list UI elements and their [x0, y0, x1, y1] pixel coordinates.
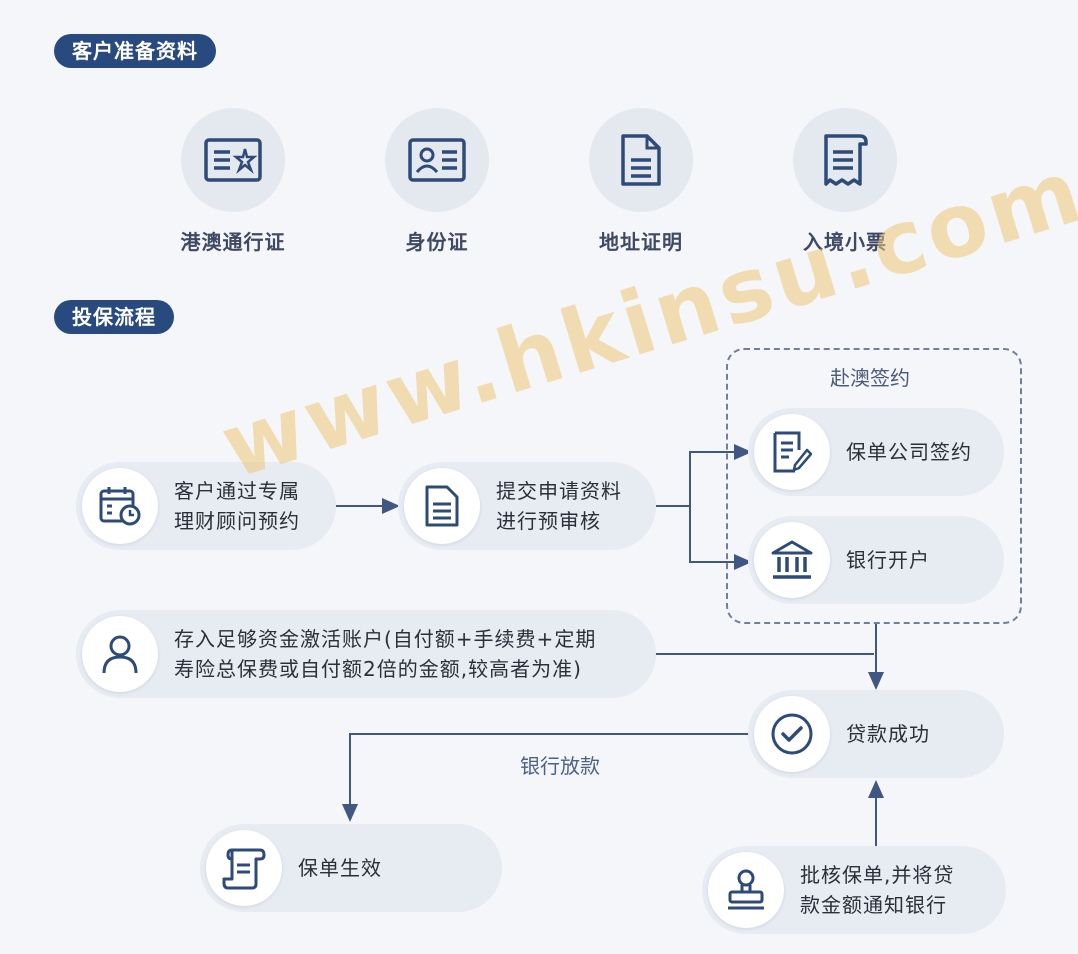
- calendar-clock-icon: [82, 468, 158, 544]
- arrow-submit-to-macau: [656, 444, 752, 507]
- step-submit-text: 提交申请资料 进行预审核: [496, 479, 622, 533]
- bank-release-label: 银行放款: [520, 754, 600, 778]
- step-bank-account-text: 银行开户: [846, 548, 930, 572]
- step-sign: 保单公司签约: [748, 408, 1004, 496]
- step-approve: 批核保单,并将贷 款金额通知银行: [702, 846, 1006, 934]
- person-icon: [82, 616, 158, 692]
- doc-label-address-proof: 地址证明: [599, 230, 683, 254]
- step-sign-text: 保单公司签约: [846, 440, 972, 464]
- step-submit: 提交申请资料 进行预审核: [398, 462, 656, 550]
- document-icon: [404, 468, 480, 544]
- step-deposit-text: 存入足够资金激活账户(自付额+手续费+定期 寿险总保费或自付额2倍的金额,较高者…: [174, 627, 597, 681]
- step-appointment: 客户通过专属 理财顾问预约: [76, 462, 336, 550]
- step-approve-text: 批核保单,并将贷 款金额通知银行: [800, 863, 955, 917]
- arrow-submit-to-bank: [689, 506, 752, 570]
- arrow-loan-to-policy: [342, 733, 750, 822]
- address-proof-icon: [589, 108, 693, 212]
- macau-signing-title: 赴澳签约: [830, 366, 910, 390]
- step-policy-effective: 保单生效: [200, 824, 502, 912]
- doc-label-entry-slip: 入境小票: [803, 230, 887, 254]
- section-title-prep: 客户准备资料: [54, 34, 216, 68]
- entry-slip-icon: [793, 108, 897, 212]
- scroll-icon: [206, 830, 282, 906]
- travel-permit-icon: [181, 108, 285, 212]
- step-loan-success-text: 贷款成功: [846, 722, 930, 746]
- step-deposit: 存入足够资金激活账户(自付额+手续费+定期 寿险总保费或自付额2倍的金额,较高者…: [76, 610, 656, 698]
- checkmark-circle-icon: [754, 696, 830, 772]
- step-appointment-text: 客户通过专属 理财顾问预约: [174, 479, 300, 533]
- doc-label-id-card: 身份证: [405, 230, 469, 254]
- step-policy-effective-text: 保单生效: [298, 856, 382, 880]
- bank-icon: [754, 522, 830, 598]
- section-title-flow: 投保流程: [54, 300, 174, 334]
- contract-pen-icon: [754, 414, 830, 490]
- step-loan-success: 贷款成功: [748, 690, 1004, 778]
- stamp-icon: [708, 852, 784, 928]
- doc-label-travel-permit: 港澳通行证: [180, 230, 286, 254]
- id-card-icon: [385, 108, 489, 212]
- macau-signing-group: [726, 348, 1022, 624]
- step-bank-account: 银行开户: [748, 516, 1004, 604]
